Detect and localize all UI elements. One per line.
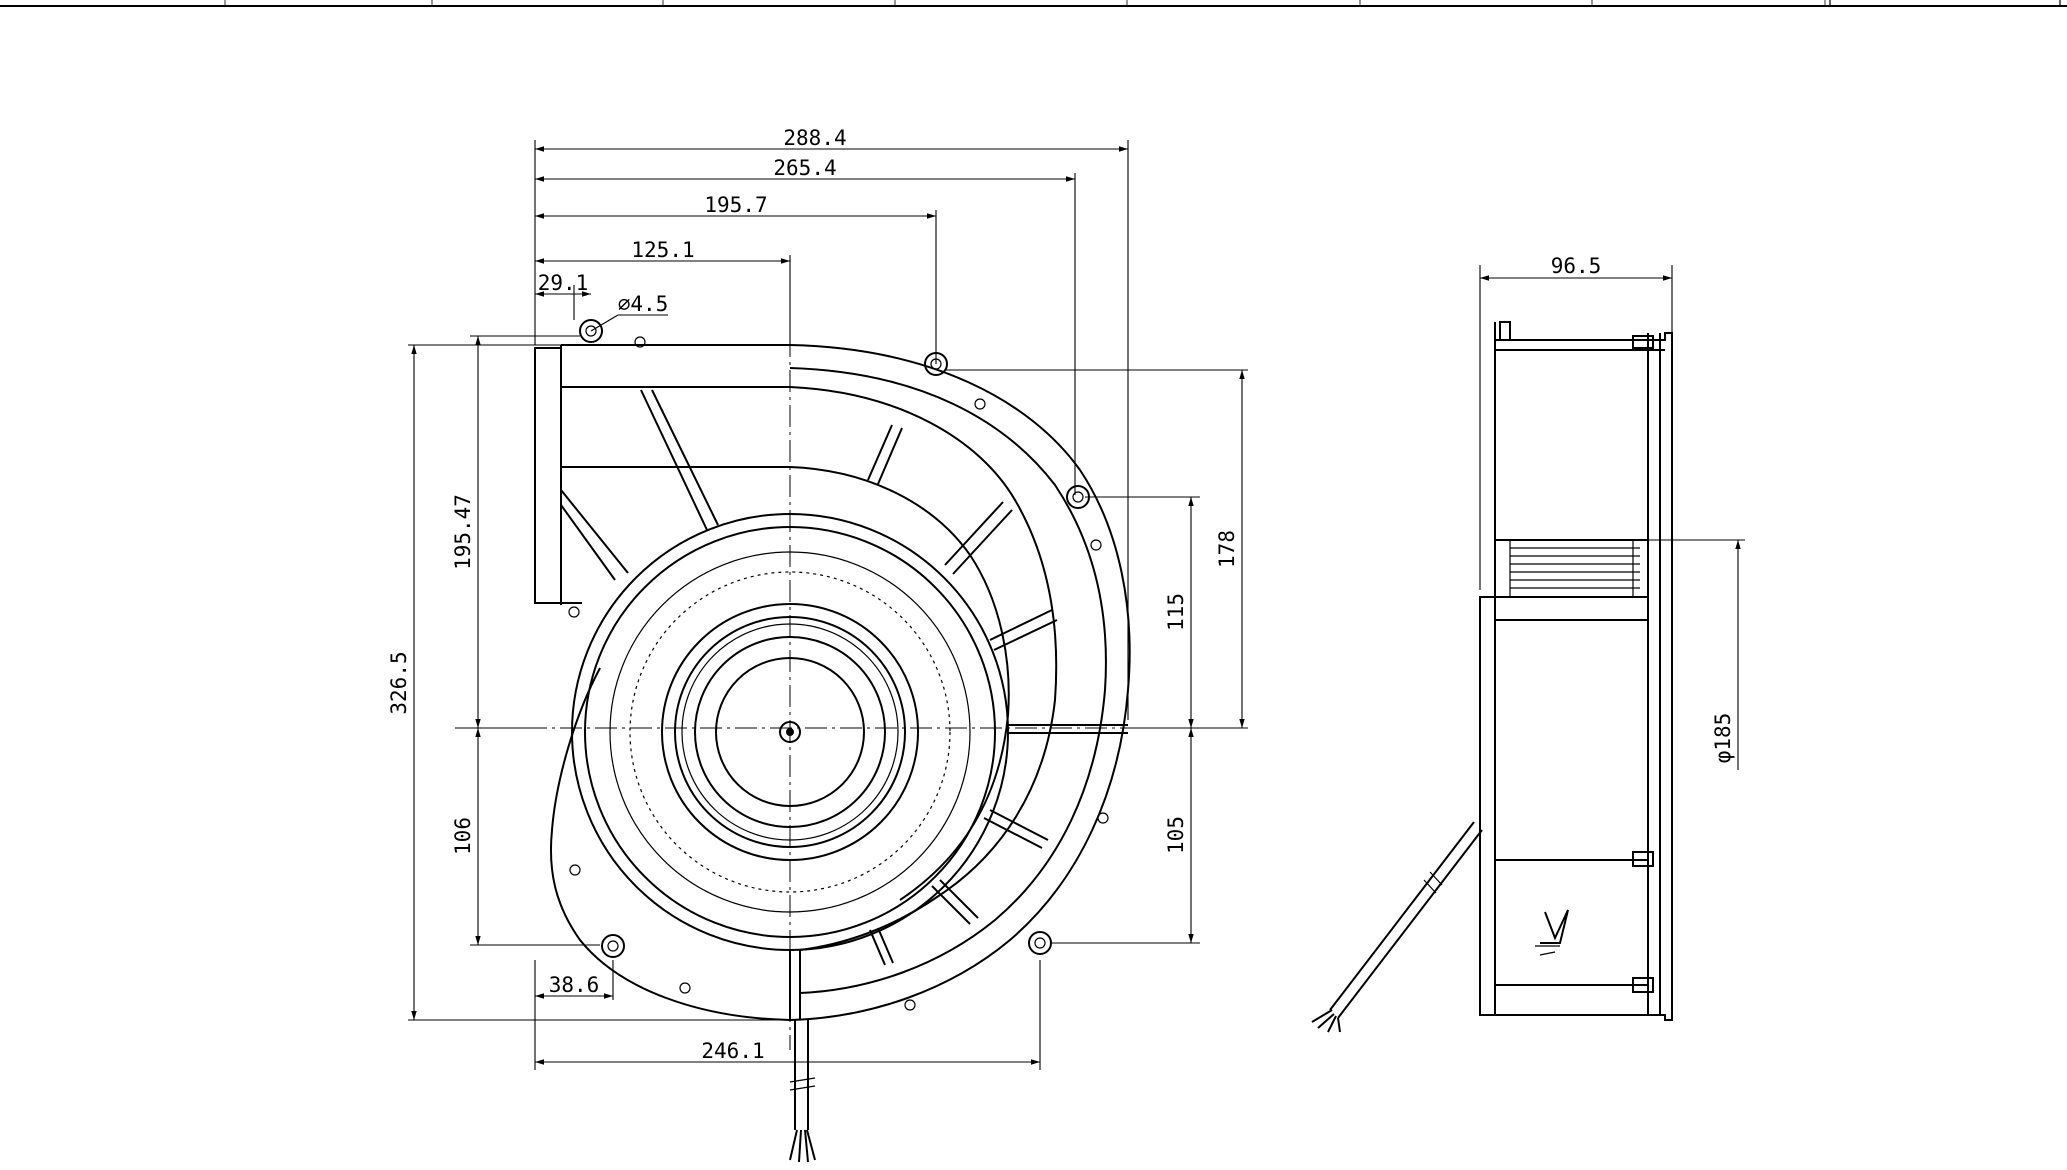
- volute-inner-scroll: [789, 367, 1107, 994]
- dim-text-106: 106: [451, 817, 475, 855]
- side-inlet-grille: [1495, 539, 1648, 598]
- front-dimensions: 288.4 265.4 195.7 125.1 29.1 ⌀4.5 38.6 2…: [387, 126, 1248, 1070]
- hole-leader: [590, 314, 619, 332]
- dim-text-178: 178: [1215, 530, 1239, 568]
- dim-text-326-5: 326.5: [387, 651, 411, 714]
- front-view: 288.4 265.4 195.7 125.1 29.1 ⌀4.5 38.6 2…: [387, 126, 1248, 1163]
- side-view-housing: [1494, 321, 1673, 1021]
- dim-text-29-1: 29.1: [538, 271, 589, 295]
- mounting-ears: [568, 319, 1109, 1011]
- dim-text-195-47: 195.47: [451, 494, 475, 570]
- dim-text-246-1: 246.1: [701, 1039, 764, 1063]
- dim-text-195-7: 195.7: [704, 193, 767, 217]
- dim-text-125-1: 125.1: [631, 238, 694, 262]
- side-cable: [1311, 821, 1483, 1033]
- dim-text-96-5: 96.5: [1551, 254, 1602, 278]
- volute-ribs: [789, 424, 1128, 1020]
- dim-text-phi-185: φ185: [1711, 713, 1735, 764]
- cable: [789, 1020, 816, 1163]
- volute-outer-scroll: [549, 344, 1131, 1022]
- dim-text-38-6: 38.6: [549, 973, 600, 997]
- side-dimensions: 96.5 φ185: [1479, 254, 1745, 770]
- title-block-fragment: [0, 0, 2067, 7]
- dim-text-265-4: 265.4: [773, 156, 836, 180]
- dim-text-115: 115: [1164, 593, 1188, 631]
- side-view: 96.5 φ185: [1311, 254, 1745, 1033]
- dim-text-hole-diameter: ⌀4.5: [618, 292, 669, 316]
- dim-text-105: 105: [1164, 816, 1188, 854]
- dim-text-288-4: 288.4: [783, 126, 846, 150]
- outlet-duct: [534, 344, 790, 605]
- impeller: [571, 513, 1009, 951]
